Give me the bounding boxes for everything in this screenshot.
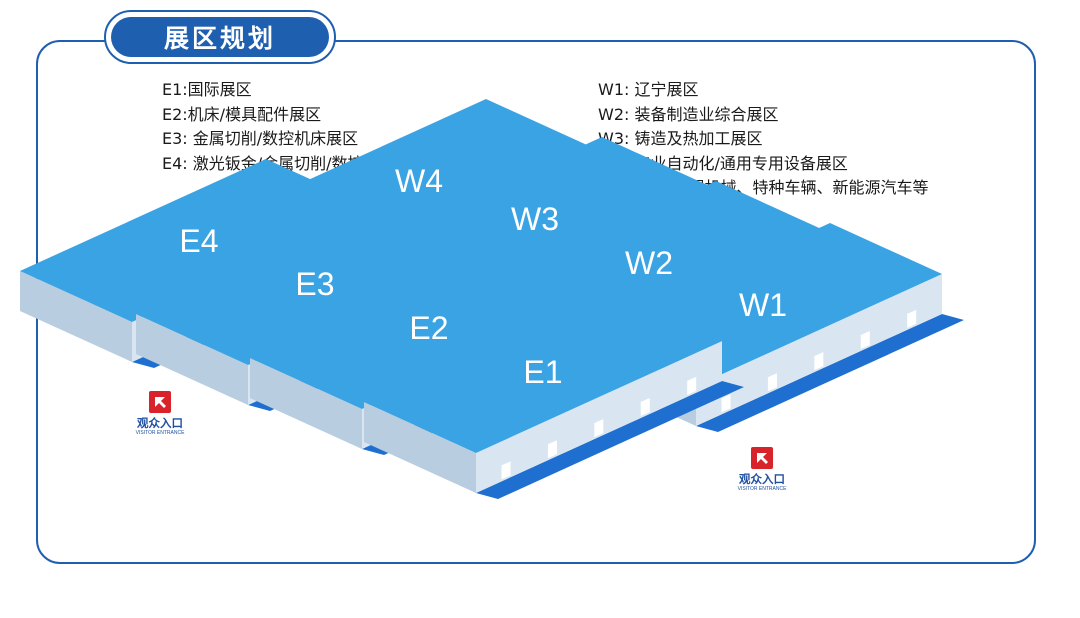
legend-item: E1:国际展区	[162, 80, 252, 99]
entrance-sublabel: VISITOR ENTRANCE	[136, 430, 185, 436]
hall-side-wall	[250, 358, 362, 449]
legend-item: E3: 金属切削/数控机床展区	[162, 129, 359, 148]
legend-item: E2:机床/模具配件展区	[162, 104, 322, 124]
entrance-sublabel: VISITOR ENTRANCE	[738, 486, 787, 492]
hall-door	[687, 376, 697, 395]
hall-label: E1	[523, 354, 562, 390]
hall-door	[767, 373, 777, 392]
hall-door	[594, 419, 604, 438]
hall-label: W4	[395, 163, 443, 199]
hall-side-wall	[364, 402, 476, 493]
hall-side-wall	[136, 314, 248, 405]
hall-roof	[20, 159, 378, 322]
page-title: 展区规划	[111, 17, 329, 57]
entrance-label: 观众入口	[137, 416, 183, 430]
entrance-label: 观众入口	[739, 472, 785, 486]
hall-door	[547, 440, 557, 459]
title-pill: 展区规划	[104, 10, 336, 64]
hall-roof	[364, 290, 722, 453]
hall-door	[860, 330, 870, 349]
hall-roof	[136, 202, 494, 365]
hall-label: E2	[409, 310, 448, 346]
hall-front-wall	[476, 341, 722, 493]
hall-label: E4	[179, 223, 218, 259]
hall-door	[907, 309, 917, 328]
hall-label: W1	[739, 287, 787, 323]
hall-front-wall	[696, 274, 942, 426]
hall-door	[501, 461, 511, 480]
hall-label: E3	[295, 266, 334, 302]
hall-shadow	[476, 381, 744, 499]
hall-shadow	[696, 314, 964, 432]
hall-side-wall	[20, 271, 132, 362]
hall-label: W3	[511, 201, 559, 237]
hall-label: W2	[625, 245, 673, 281]
legend-item: W1: 辽宁展区	[598, 80, 699, 99]
hall-e1: E1	[364, 290, 744, 499]
entrance-arrow-glyph	[757, 453, 768, 464]
legend-item: W2: 装备制造业综合展区	[598, 104, 779, 124]
hall-door	[640, 397, 650, 416]
hall-door	[721, 394, 731, 413]
hall-roof	[250, 246, 608, 409]
hall-door	[814, 352, 824, 371]
entrance-arrow-glyph	[155, 397, 166, 408]
legend-item: W3: 铸造及热加工展区	[598, 129, 763, 148]
